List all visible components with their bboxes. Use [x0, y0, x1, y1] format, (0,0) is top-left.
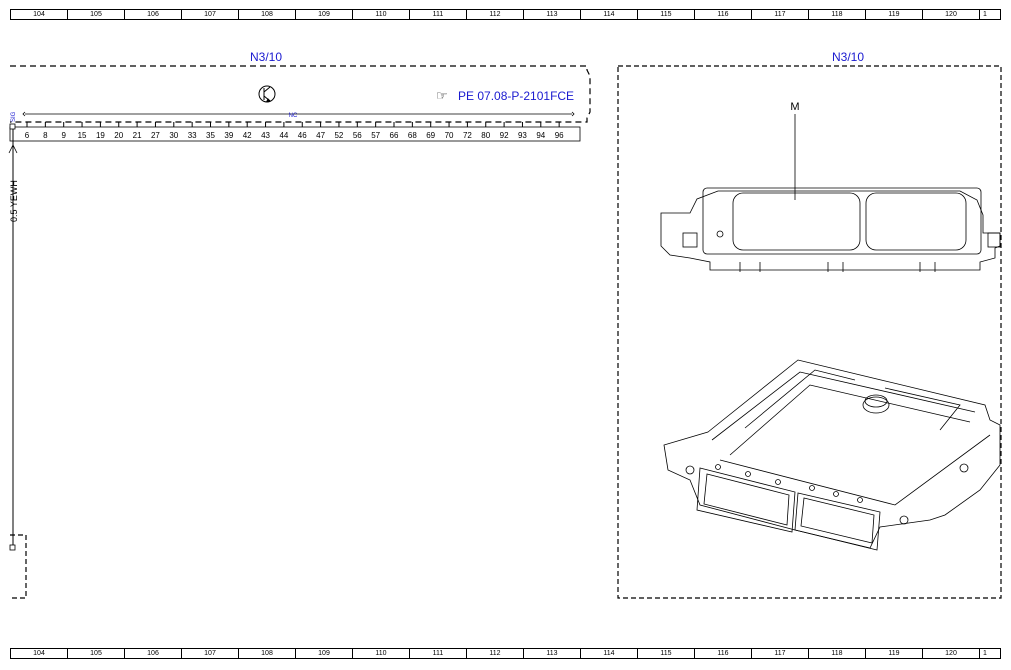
pin-label: 66	[390, 131, 399, 140]
pin-label: 47	[316, 131, 325, 140]
nc-bus	[22, 111, 575, 117]
pin-label: 20	[114, 131, 123, 140]
callout-label: M	[790, 101, 799, 113]
ruler-cell: 110	[353, 10, 410, 19]
ruler-cell: 118	[809, 10, 866, 19]
ruler-cell: 108	[239, 649, 296, 658]
ruler-cell: 106	[125, 10, 182, 19]
connector-frame-bottom	[10, 534, 27, 599]
pin-label: 27	[151, 131, 160, 140]
ecu-isometric-view	[663, 359, 1001, 551]
pin-label: 72	[463, 131, 472, 140]
ruler-cell: 112	[467, 649, 524, 658]
ruler-cell: 104	[11, 10, 68, 19]
pin-label: 35	[206, 131, 215, 140]
ruler-cell: 109	[296, 649, 353, 658]
reference-link-text[interactable]: PE 07.08-P-2101FCE	[458, 89, 574, 103]
reference-link[interactable]: ☞ PE 07.08-P-2101FCE	[436, 88, 574, 103]
ruler-cell: 105	[68, 10, 125, 19]
ruler-cell: 112	[467, 10, 524, 19]
pin-label: 69	[426, 131, 435, 140]
pin-label: 94	[536, 131, 545, 140]
ruler-cell: 111	[410, 10, 467, 19]
control-unit-frame-right	[617, 65, 1002, 599]
ruler-cell: 120	[923, 10, 980, 19]
ruler-cell: 116	[695, 649, 752, 658]
ruler-cell: 119	[866, 649, 923, 658]
ruler-cell: 117	[752, 10, 809, 19]
ruler-cell: 113	[524, 10, 581, 19]
pin-label: 39	[224, 131, 233, 140]
pin-label: 92	[500, 131, 509, 140]
ruler-cell: 106	[125, 649, 182, 658]
pin-label: 21	[133, 131, 142, 140]
pin-label: 9	[61, 131, 66, 140]
pin-label: 57	[371, 131, 380, 140]
connector-pin-bottom	[9, 544, 16, 551]
pin-label: 15	[78, 131, 87, 140]
ruler-cell: 117	[752, 649, 809, 658]
pin-label: 30	[169, 131, 178, 140]
ruler-cell: 114	[581, 10, 638, 19]
ruler-cell: 1	[983, 11, 987, 18]
wire-label: 0.5 YEWH	[9, 180, 19, 222]
right-component-designation[interactable]: N3/10	[832, 50, 864, 64]
pin-label: 42	[243, 131, 252, 140]
ruler-cell: 1	[983, 650, 987, 657]
ruler-cell: 119	[866, 10, 923, 19]
pin-label: 80	[481, 131, 490, 140]
control-unit-frame-left	[10, 65, 591, 123]
ruler-cell: 111	[410, 649, 467, 658]
ruler-cell: 118	[809, 649, 866, 658]
ruler-cell: 115	[638, 10, 695, 19]
ruler-cell: 114	[581, 649, 638, 658]
pin-label: 96	[555, 131, 564, 140]
pin-label: 52	[334, 131, 343, 140]
pin-label: 70	[445, 131, 454, 140]
ruler-cell: 104	[11, 649, 68, 658]
ruler-cell: 107	[182, 649, 239, 658]
signal-label: SIG	[11, 111, 17, 122]
ruler-cell: 109	[296, 10, 353, 19]
pin-label: 56	[353, 131, 362, 140]
ruler-cell: 115	[638, 649, 695, 658]
pin-label: 8	[43, 131, 48, 140]
pin-label: 19	[96, 131, 105, 140]
pin-strip	[9, 126, 581, 142]
pin-label: 46	[298, 131, 307, 140]
pin-label: 68	[408, 131, 417, 140]
ruler-cell: 120	[923, 649, 980, 658]
nc-label: NC	[289, 113, 298, 119]
ruler-cell: 107	[182, 10, 239, 19]
hand-pointer-icon: ☞	[436, 88, 448, 103]
ruler-cell: 110	[353, 649, 410, 658]
ruler-cell: 116	[695, 10, 752, 19]
pin-label: 6	[25, 131, 30, 140]
pin-label: 44	[279, 131, 288, 140]
pin-label: 43	[261, 131, 270, 140]
pin-label: 93	[518, 131, 527, 140]
ruler-cell: 108	[239, 10, 296, 19]
left-component-designation[interactable]: N3/10	[250, 50, 282, 64]
ruler-cell: 105	[68, 649, 125, 658]
ruler-cell: 113	[524, 649, 581, 658]
ecu-front-view	[660, 187, 1001, 272]
transistor-icon	[258, 85, 276, 103]
pin-label: 33	[188, 131, 197, 140]
